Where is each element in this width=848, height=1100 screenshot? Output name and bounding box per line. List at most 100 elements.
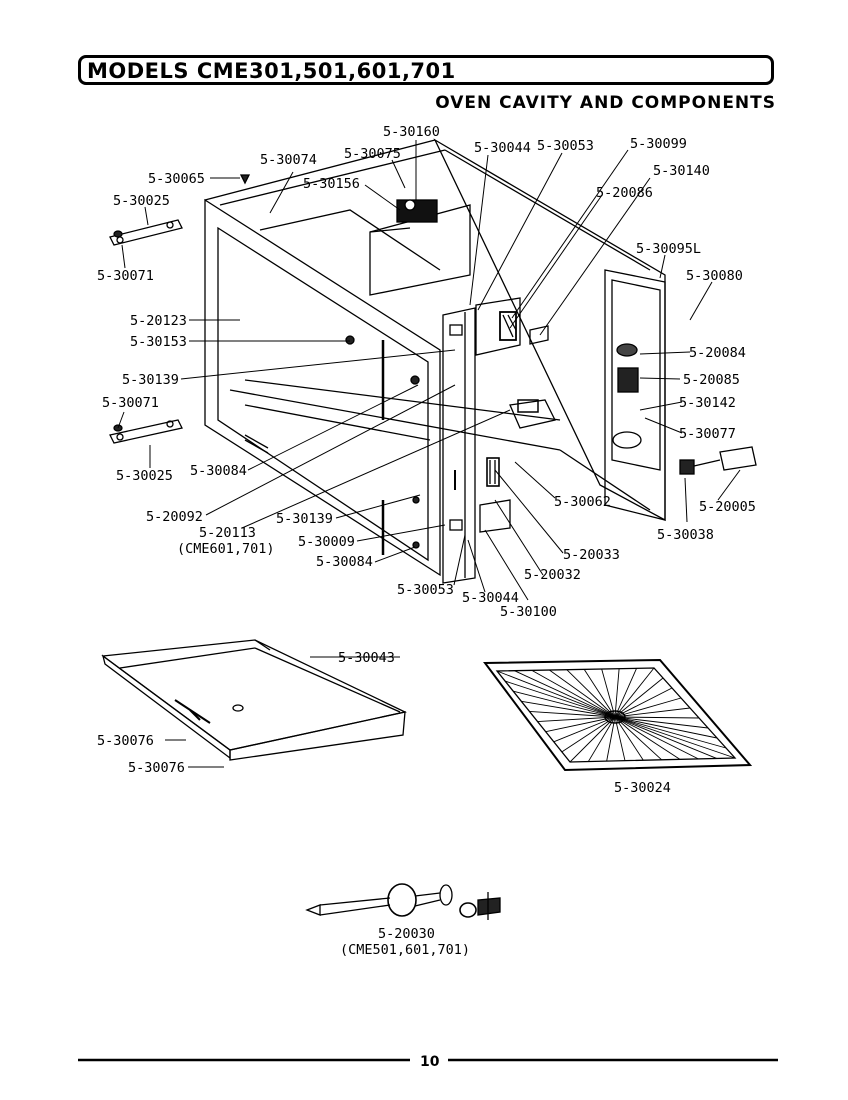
pan-rib — [614, 716, 681, 760]
label-5-30076-lower: 5-30076 — [128, 760, 185, 776]
label-5-20123: 5-20123 — [130, 313, 187, 329]
pan-rib — [614, 716, 709, 729]
label-5-20032: 5-20032 — [524, 567, 581, 583]
label-5-30044-top: 5-30044 — [474, 140, 531, 156]
label-5-30075: 5-30075 — [344, 146, 401, 162]
label-5-20113: 5-20113 — [199, 525, 256, 541]
pan-rib — [496, 670, 616, 718]
section-title: OVEN CAVITY AND COMPONENTS — [435, 93, 776, 113]
pan-rib — [614, 716, 717, 759]
top-connector-bracket — [475, 297, 549, 356]
label-5-30080: 5-30080 — [686, 268, 743, 284]
label-5-20030: 5-20030 — [378, 926, 435, 942]
label-5-30074: 5-30074 — [260, 152, 317, 168]
pan-rib — [614, 716, 700, 719]
pan-rib — [614, 677, 664, 718]
label-5-30062: 5-30062 — [554, 494, 611, 510]
pan-rib — [583, 669, 616, 718]
light-socket — [612, 343, 642, 449]
pan-rib — [553, 716, 616, 743]
hinge-screws — [113, 174, 420, 549]
models-title: MODELS CME301,501,601,701 — [87, 59, 456, 83]
label-5-30099: 5-30099 — [630, 136, 687, 152]
label-5-20030-note: (CME501,601,701) — [340, 942, 470, 958]
pan-rib — [614, 716, 626, 761]
label-5-30009: 5-30009 — [298, 534, 355, 550]
label-5-30043: 5-30043 — [338, 650, 395, 666]
pan-rib — [569, 716, 616, 763]
pan-rib — [529, 710, 616, 718]
label-5-30076-upper: 5-30076 — [97, 733, 154, 749]
label-5-20113-note: (CME601,701) — [177, 541, 275, 557]
pan-rib — [614, 668, 620, 718]
hinge-plate-lower — [109, 419, 183, 444]
label-5-30071-lower: 5-30071 — [102, 395, 159, 411]
pan-rib — [531, 669, 616, 718]
label-5-30095L: 5-30095L — [636, 241, 701, 257]
label-5-30025-lower: 5-30025 — [116, 468, 173, 484]
pan-rib — [514, 670, 616, 718]
label-5-20085: 5-20085 — [683, 372, 740, 388]
label-5-30024: 5-30024 — [614, 780, 671, 796]
label-5-20084: 5-20084 — [689, 345, 746, 361]
part-labels: 5-30160 5-30044 5-30053 5-30099 5-30074 … — [97, 124, 756, 1070]
thermostat-block — [509, 399, 556, 429]
label-5-30077: 5-30077 — [679, 426, 736, 442]
page-number: 10 — [420, 1054, 440, 1070]
pan-rib — [614, 697, 682, 718]
pan-rib — [614, 716, 727, 749]
drip-tray — [101, 639, 407, 761]
label-5-30139-upper: 5-30139 — [122, 372, 179, 388]
pan-rib — [614, 716, 662, 761]
label-5-20086: 5-20086 — [596, 185, 653, 201]
pan-rib — [566, 669, 616, 718]
pan-rib — [521, 700, 616, 718]
pan-rib — [606, 716, 616, 762]
pan-rib — [545, 716, 616, 733]
label-5-30084-lower: 5-30084 — [316, 554, 373, 570]
label-5-30025-upper: 5-30025 — [113, 193, 170, 209]
label-5-20092: 5-20092 — [146, 509, 203, 525]
rotisserie-spit — [305, 883, 501, 920]
label-5-30065: 5-30065 — [148, 171, 205, 187]
pan-rib — [601, 668, 616, 718]
pan-rib — [614, 667, 655, 718]
label-5-30038: 5-30038 — [657, 527, 714, 543]
label-5-30139-lower: 5-30139 — [276, 511, 333, 527]
oven-cavity — [204, 138, 666, 577]
pan-rib — [561, 716, 616, 753]
label-5-20033: 5-20033 — [563, 547, 620, 563]
label-5-30140: 5-30140 — [653, 163, 710, 179]
label-5-20005: 5-20005 — [699, 499, 756, 515]
leader-lines — [117, 140, 741, 768]
pan-rib — [587, 716, 616, 762]
terminal-block — [679, 446, 757, 475]
label-5-30156: 5-30156 — [303, 176, 360, 192]
label-5-30084-upper: 5-30084 — [190, 463, 247, 479]
label-5-30044-bottom: 5-30044 — [462, 590, 519, 606]
fan-motor — [396, 199, 438, 223]
label-5-30142: 5-30142 — [679, 395, 736, 411]
models-header-box: MODELS CME301,501,601,701 — [78, 55, 774, 85]
pan-rib — [614, 687, 673, 718]
pan-rib — [614, 716, 736, 759]
pan-rib — [614, 716, 699, 760]
label-5-30053-bottom: 5-30053 — [397, 582, 454, 598]
pan-rib — [549, 669, 616, 718]
broiler-pan — [483, 658, 753, 772]
pan-rib — [537, 716, 616, 723]
pan-rib — [614, 716, 718, 739]
label-5-30100: 5-30100 — [500, 604, 557, 620]
label-5-30053-top: 5-30053 — [537, 138, 594, 154]
pan-rib — [513, 690, 616, 718]
label-5-30071-upper: 5-30071 — [97, 268, 154, 284]
pan-rib — [614, 716, 644, 761]
label-5-30153: 5-30153 — [130, 334, 187, 350]
pan-rib — [614, 707, 691, 718]
label-5-30160: 5-30160 — [383, 124, 440, 140]
pan-rib — [504, 680, 616, 718]
pan-rib — [614, 668, 637, 718]
door-switch-assembly — [479, 457, 511, 533]
control-bracket — [442, 307, 476, 584]
